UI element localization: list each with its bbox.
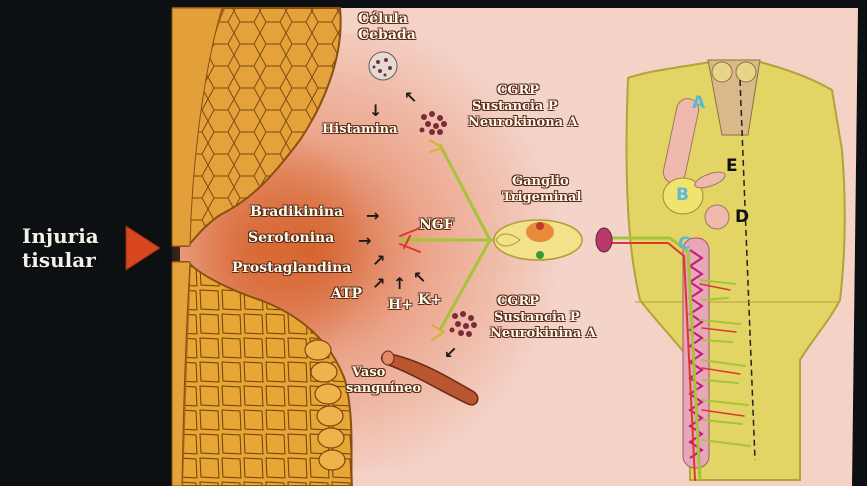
label-prostaglandina: Prostaglandina [232,261,351,275]
label-vaso: Vaso [352,366,385,379]
arrow-up-left-icon: ↖ [413,270,426,286]
label-ganglio: Ganglio [512,175,569,188]
arrow-up-right-icon: ↗ [372,253,385,269]
arrow-up-icon: ↑ [393,276,406,292]
label-injuria: Injuria [22,226,99,246]
arrow-up-right-icon: ↗ [372,276,385,292]
label-h-ion: H+ [388,298,413,312]
arrow-right-icon: → [366,208,379,224]
nucleus-label-c: C [678,236,690,253]
label-trigeminal: Trigeminal [502,191,581,204]
label-k-ion: K+ [418,293,442,307]
arrow-down-icon: ↓ [369,103,382,119]
arrow-down-left-icon: ↙ [444,345,457,361]
label-cgrp-top-1: CGRP [497,84,539,97]
label-cgrp-bottom-1: CGRP [497,295,539,308]
label-cgrp-bottom-3: Neurokinina A [490,327,596,340]
label-bradikinina: Bradikinina [250,205,343,219]
label-cgrp-top-3: Neurokinona A [468,116,578,129]
label-histamina: Histamina [322,123,398,136]
nucleus-label-e: E [726,158,738,175]
label-atp: ATP [331,287,362,301]
label-cgrp-top-2: Sustancia P [472,100,558,113]
nucleus-label-d: D [735,209,749,226]
arrow-up-left-icon: ↖ [404,90,417,106]
label-cebada: Cebada [358,28,416,42]
label-celula: Célula [358,12,408,26]
label-tisular: tisular [22,250,96,270]
nucleus-label-b: B [676,187,689,204]
nucleus-label-a: A [692,95,705,112]
label-serotonina: Serotonina [248,231,334,245]
label-sanguineo: sanguíneo [346,382,421,395]
label-ngf: NGF [419,218,454,232]
label-cgrp-bottom-2: Sustancia P [494,311,580,324]
arrow-right-icon: → [358,233,371,249]
